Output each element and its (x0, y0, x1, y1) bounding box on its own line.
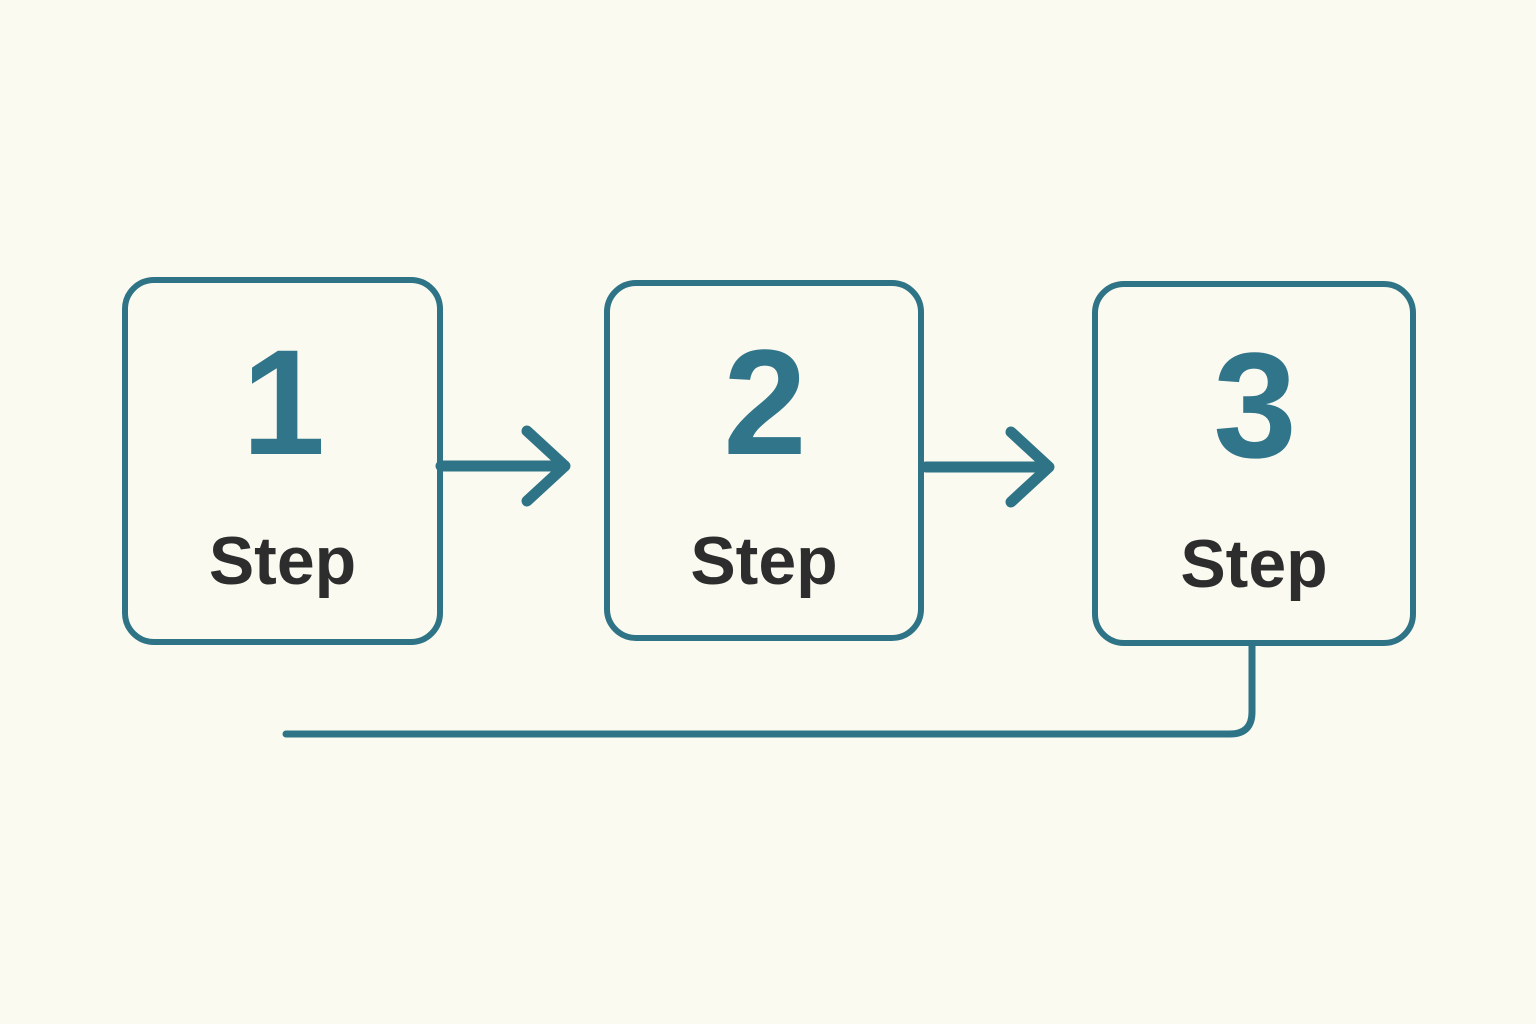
elbow-connector-line (282, 641, 1256, 738)
arrow-right-icon (435, 425, 571, 507)
step-number: 1 (241, 318, 325, 486)
step-label: Step (690, 522, 838, 599)
step-box-2: 2 Step (604, 280, 924, 641)
step-label: Step (1180, 525, 1328, 602)
step-box-3: 3 Step (1092, 281, 1416, 646)
step-label: Step (208, 523, 357, 599)
step-number: 2 (723, 317, 806, 486)
step-number: 3 (1213, 320, 1296, 489)
arrow-right-icon (920, 426, 1055, 508)
step-box-1: 1 Step (122, 277, 443, 645)
